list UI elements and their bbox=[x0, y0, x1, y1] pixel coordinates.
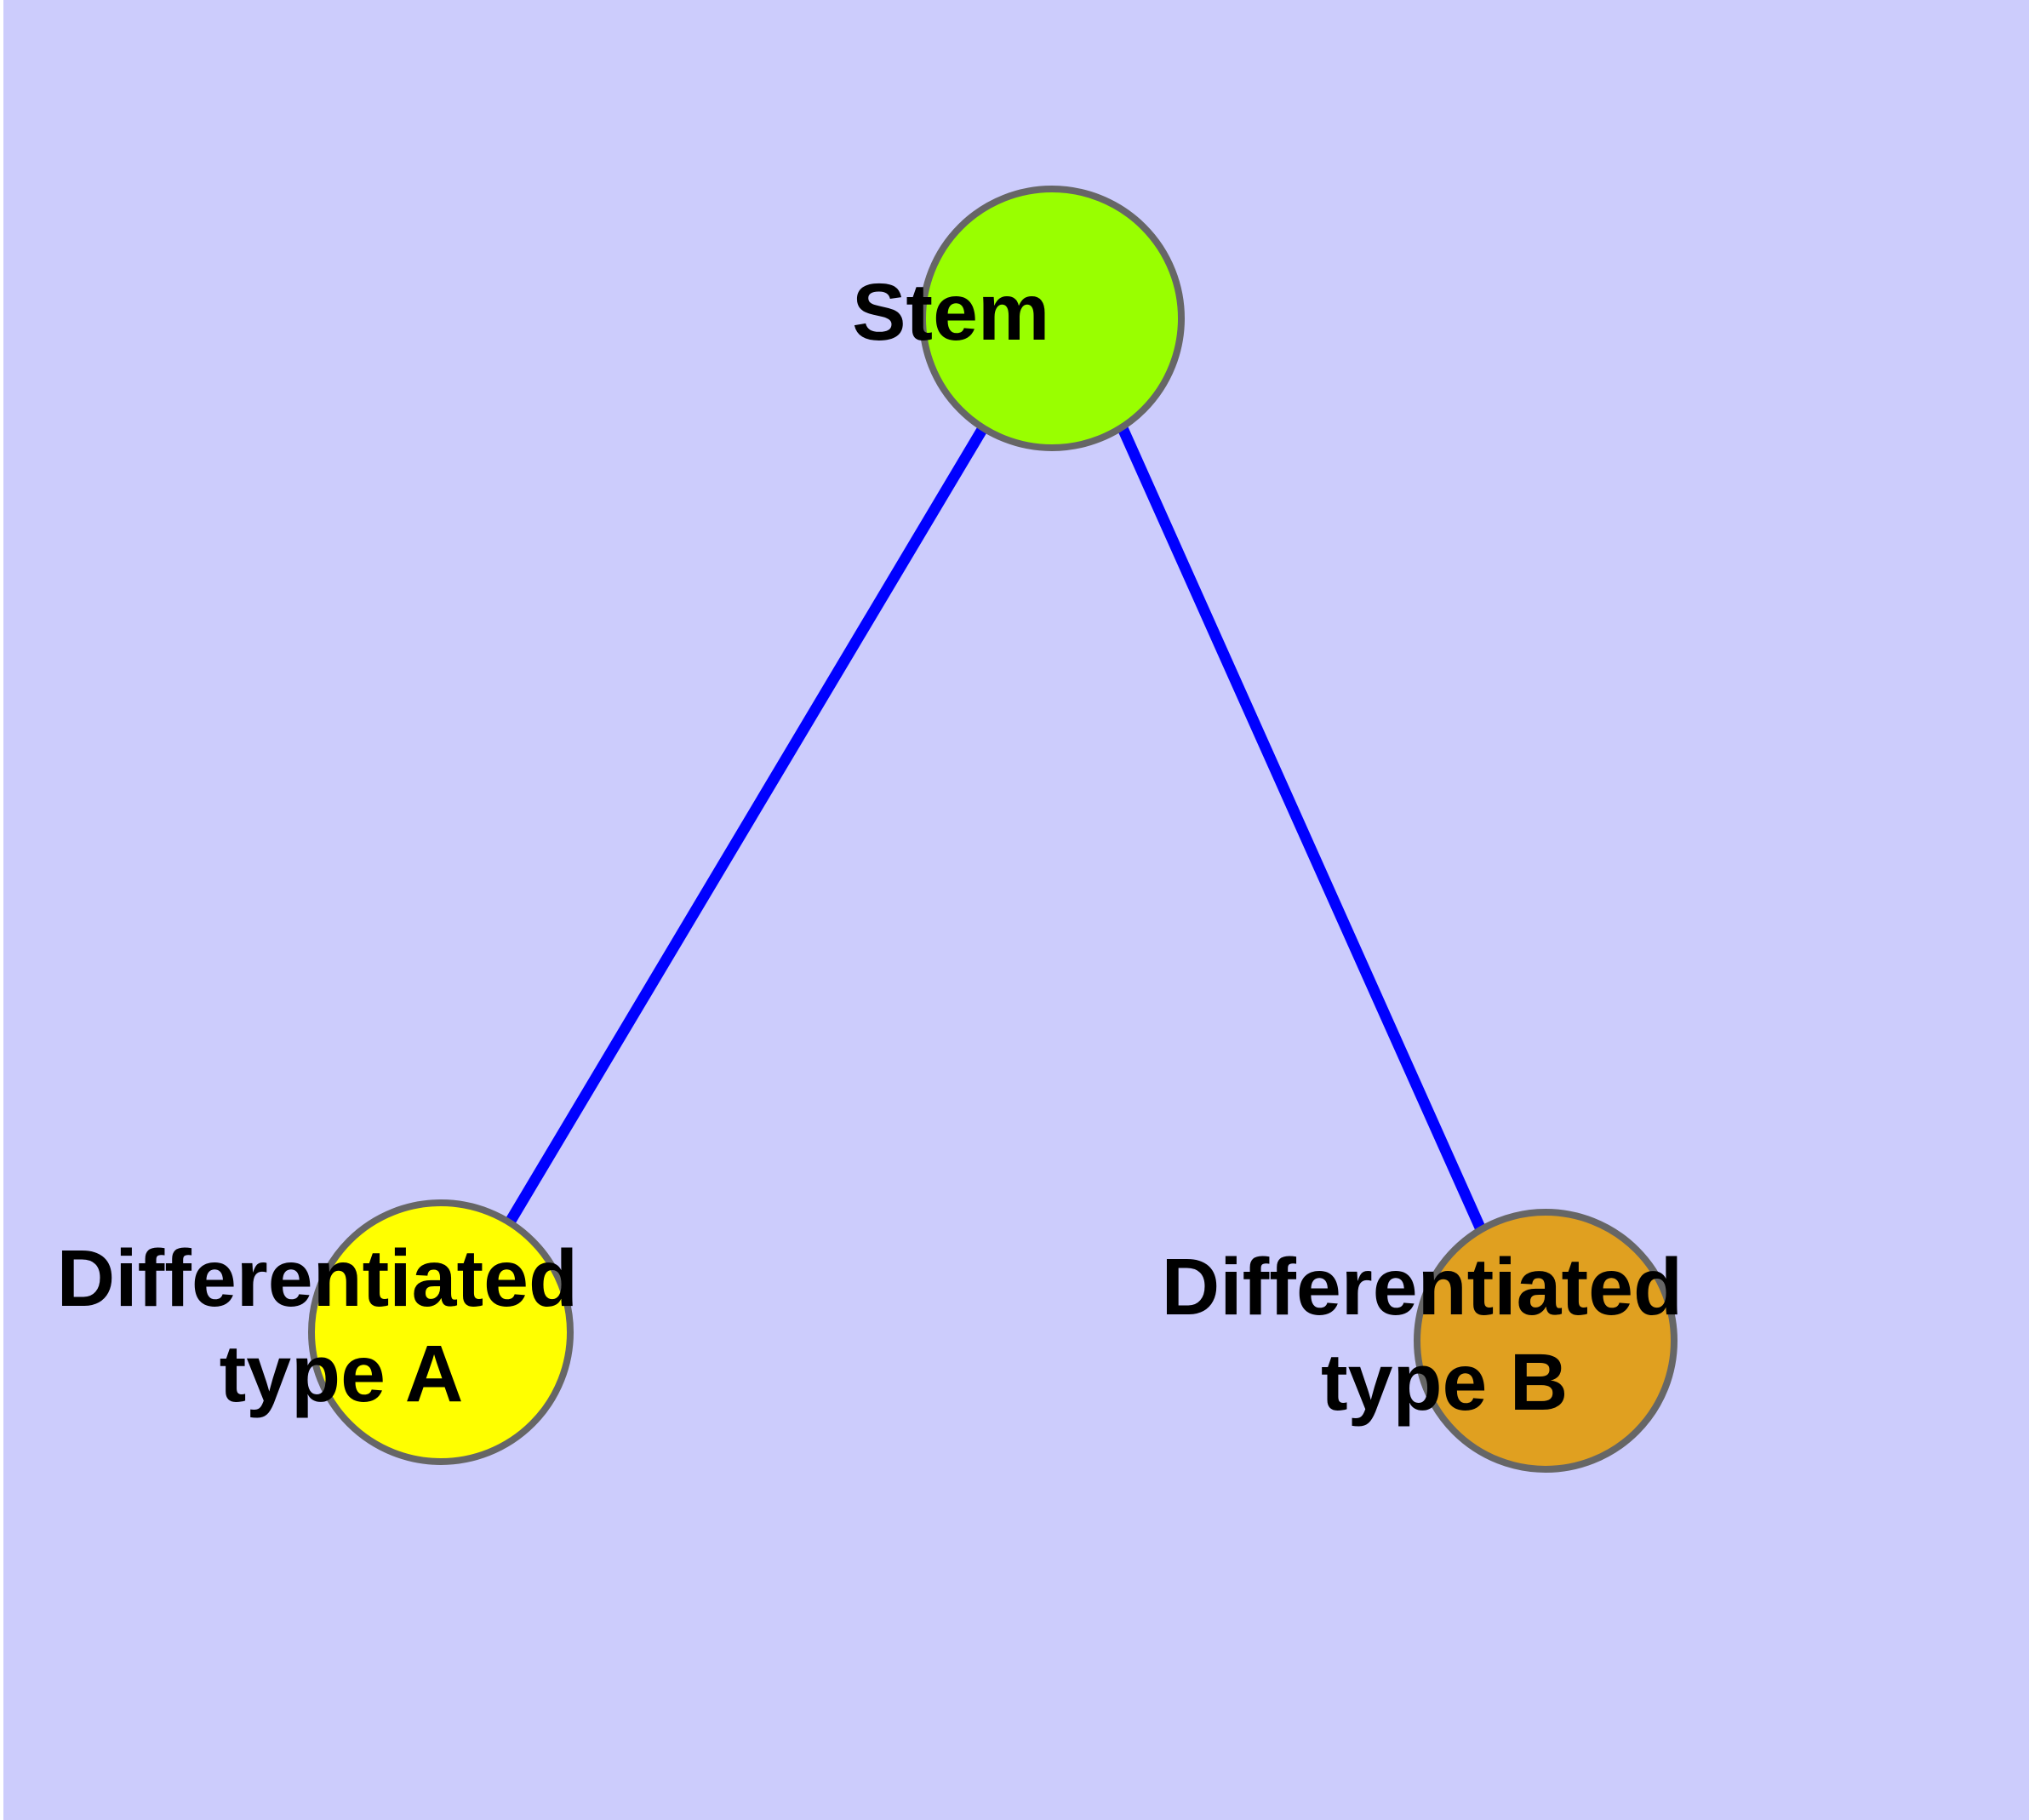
edge-stem-to-differentiated-type-a[interactable] bbox=[506, 425, 988, 1224]
node-stem-label-line-1: Stem bbox=[852, 267, 1049, 358]
edge-layer bbox=[506, 425, 1485, 1230]
node-differentiated-type-b-circle[interactable] bbox=[1414, 1209, 1677, 1473]
node-differentiated-type-b-label: Differentiated type B bbox=[1162, 1242, 1930, 1428]
node-differentiated-type-a[interactable]: Differentiated type A bbox=[57, 1199, 826, 1465]
node-differentiated-type-a-label: Differentiated type A bbox=[57, 1233, 826, 1419]
node-stem-circle[interactable] bbox=[919, 186, 1185, 451]
edge-stem-to-differentiated-type-b[interactable] bbox=[1117, 426, 1485, 1230]
node-differentiated-type-a-circle[interactable] bbox=[308, 1199, 574, 1465]
node-differentiated-type-a-label-line-1: Differentiated bbox=[57, 1233, 578, 1324]
node-stem[interactable]: Stem bbox=[852, 186, 1252, 451]
node-layer: Stem Differentiated type A Differentiate… bbox=[57, 186, 1930, 1473]
node-stem-label: Stem bbox=[852, 267, 1252, 358]
node-differentiated-type-b-label-line-1: Differentiated bbox=[1162, 1242, 1683, 1332]
node-differentiated-type-a-label-line-2: type A bbox=[220, 1329, 462, 1419]
node-differentiated-type-b[interactable]: Differentiated type B bbox=[1162, 1209, 1930, 1473]
node-differentiated-type-b-label-line-2: type B bbox=[1321, 1337, 1568, 1428]
